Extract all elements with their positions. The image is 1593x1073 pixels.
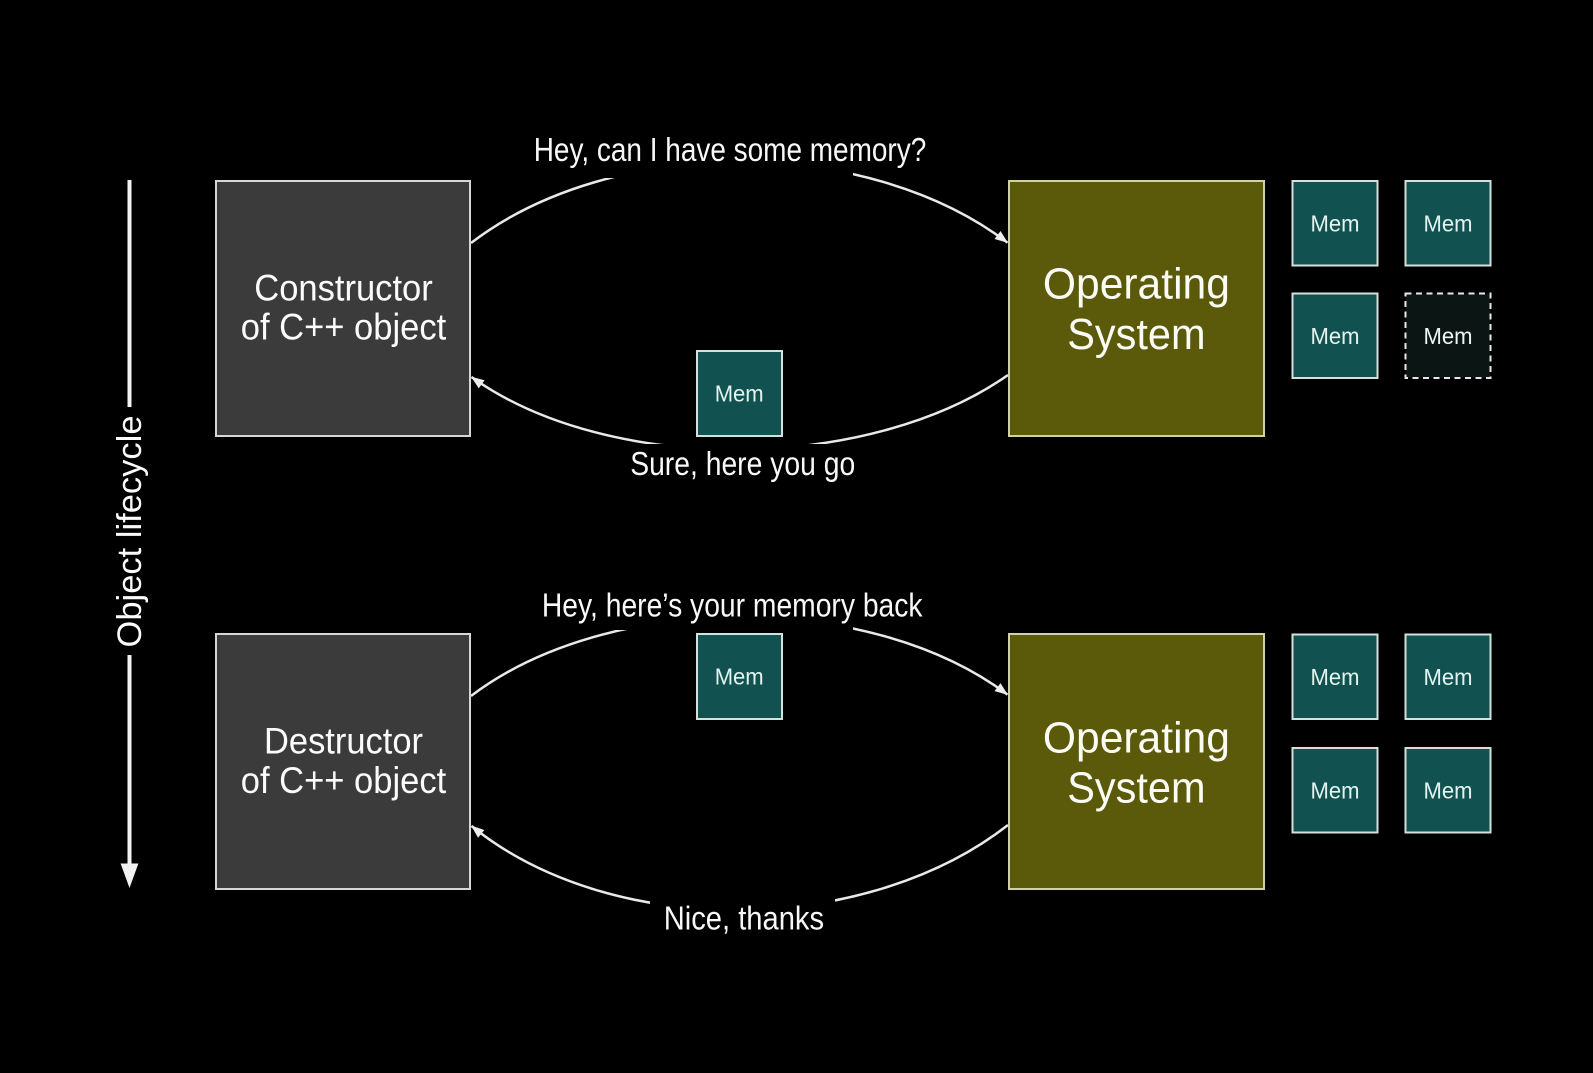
svg-text:System: System <box>1067 764 1205 813</box>
svg-text:Hey, can I have some memory?: Hey, can I have some memory? <box>534 131 927 168</box>
svg-text:Mem: Mem <box>1311 211 1360 237</box>
svg-text:Mem: Mem <box>1311 664 1360 690</box>
svg-text:Destructor: Destructor <box>264 720 423 761</box>
svg-text:Nice, thanks: Nice, thanks <box>664 900 824 937</box>
svg-text:Mem: Mem <box>1424 211 1473 237</box>
svg-text:Constructor: Constructor <box>254 267 433 308</box>
svg-text:Mem: Mem <box>1311 778 1360 804</box>
svg-text:Mem: Mem <box>1311 323 1360 349</box>
svg-text:Sure, here you go: Sure, here you go <box>630 445 855 482</box>
svg-text:System: System <box>1067 310 1205 359</box>
svg-text:Object lifecycle: Object lifecycle <box>111 416 149 648</box>
svg-text:Mem: Mem <box>715 664 764 690</box>
svg-text:Mem: Mem <box>1424 323 1473 349</box>
svg-text:Mem: Mem <box>1424 778 1473 804</box>
svg-text:of C++ object: of C++ object <box>241 307 447 348</box>
svg-text:Mem: Mem <box>1424 664 1473 690</box>
svg-text:Operating: Operating <box>1043 714 1230 763</box>
svg-text:Operating: Operating <box>1043 260 1230 309</box>
svg-text:of C++ object: of C++ object <box>241 760 447 801</box>
svg-text:Hey, here’s your memory back: Hey, here’s your memory back <box>542 586 923 623</box>
svg-text:Mem: Mem <box>715 381 764 407</box>
